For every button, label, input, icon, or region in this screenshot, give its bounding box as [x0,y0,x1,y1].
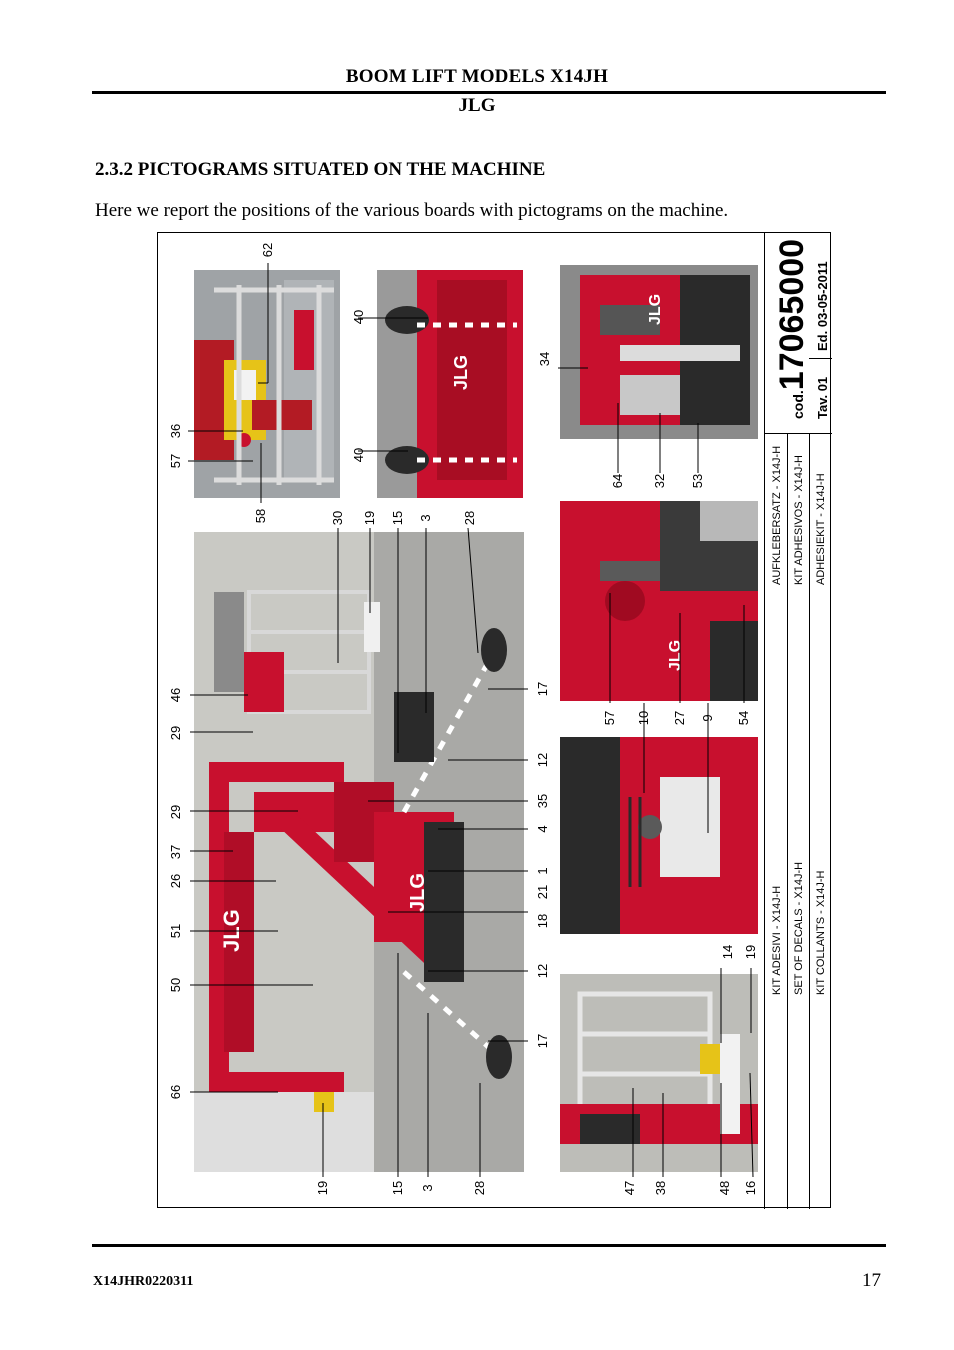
callout-40-outrigger-b: 40 [351,447,366,463]
sheet-title-block: cod.17065000 Tav. 01 Ed. 03-05-2011 KIT … [764,233,832,1209]
callout-3-top: 3 [418,514,433,522]
photo-platform-controls [194,270,340,498]
callout-47: 47 [622,1180,637,1196]
callout-35: 35 [535,793,550,809]
callout-16: 16 [743,1180,758,1196]
callout-30: 30 [330,510,345,526]
svg-text:JLG: JLG [647,294,664,325]
callout-48: 48 [717,1180,732,1196]
callout-36-platform: 36 [168,423,183,439]
callout-17-b: 17 [535,1033,550,1049]
footer-page-number: 17 [862,1270,881,1291]
tb-divider-top [765,433,832,434]
callout-3-bottom: 3 [420,1184,435,1192]
callout-66: 66 [168,1084,183,1100]
footer-rule [92,1244,886,1247]
callout-17-a: 17 [535,681,550,697]
callout-50: 50 [168,977,183,993]
callout-57-engine: 57 [602,710,617,726]
kit-right-es: KIT ADHESIVOS - X14J-H [793,454,805,585]
callout-62-platform: 62 [260,242,275,258]
callout-58-platform: 58 [253,508,268,524]
section-title: 2.3.2 PICTOGRAMS SITUATED ON THE MACHINE [95,159,546,180]
callout-19-bottom: 19 [315,1180,330,1196]
callout-64: 64 [610,473,625,489]
callout-4: 4 [535,825,550,833]
photo-main-machine: JLG JLG [194,532,524,1172]
callout-57-platform: 57 [168,453,183,469]
callout-46: 46 [168,687,183,703]
svg-text:JLG: JLG [407,873,429,912]
callout-9: 9 [700,714,715,722]
callout-26: 26 [168,873,183,889]
sheet-table: Tav. 01 [815,376,830,419]
callout-29-b: 29 [168,804,183,820]
callout-10: 10 [636,710,651,726]
code-prefix: cod. [790,390,806,419]
pictogram-sheet: JLG JLG [157,232,832,1209]
photo-basket [560,974,758,1172]
callout-34: 34 [537,351,552,367]
callout-38: 38 [653,1180,668,1196]
callout-51: 51 [168,923,183,939]
svg-text:JLG: JLG [219,909,244,952]
callout-29-a: 29 [168,725,183,741]
callout-12-a: 12 [535,752,550,768]
callout-19-controls: 19 [743,944,758,960]
callout-54: 54 [736,710,751,726]
kit-right-de: AUFKLEBERSATZ - X14J-H [771,445,783,585]
header-rule [92,91,886,94]
kit-right-nl: ADHESIEKIT - X14J-H [815,473,827,585]
sheet-code: cod.17065000 [773,239,812,419]
tb-divider-edition [809,358,832,359]
callout-37: 37 [168,844,183,860]
footer-doc-code: X14JHR0220311 [93,1274,194,1289]
code-number: 17065000 [773,238,811,391]
callout-27: 27 [672,710,687,726]
callout-28-bottom: 28 [472,1180,487,1196]
callout-19-top: 19 [362,510,377,526]
photo-control-panel [560,737,758,934]
callout-12-b: 12 [535,963,550,979]
document-header-brand: JLG [458,95,496,116]
callout-53: 53 [690,473,705,489]
document-header-title: BOOM LIFT MODELS X14JH [345,66,609,87]
svg-text:JLG: JLG [667,640,684,671]
callout-15-bottom: 15 [390,1180,405,1196]
kit-left-en: SET OF DECALS - X14J-H [793,861,805,995]
callout-21: 21 [535,884,550,900]
photo-outriggers: JLG [377,270,523,498]
photo-engine-area: JLG [560,501,758,701]
tb-divider-2 [809,433,810,1209]
callout-28-top: 28 [462,510,477,526]
callout-15-top: 15 [390,510,405,526]
kit-left-fr: KIT COLLANTS - X14J-H [815,870,827,996]
callout-40-outrigger-a: 40 [351,309,366,325]
section-intro: Here we report the positions of the vari… [95,200,729,221]
tb-divider-1 [787,433,788,1209]
callout-14: 14 [720,944,735,960]
sheet-canvas: JLG JLG [158,233,832,1209]
sheet-edition: Ed. 03-05-2011 [815,261,830,351]
photo-tracks-area: JLG [560,265,758,439]
kit-left-it: KIT ADESIVI - X14J-H [771,885,783,995]
svg-text:JLG: JLG [451,355,471,390]
callout-18: 18 [535,913,550,929]
callout-32: 32 [652,473,667,489]
